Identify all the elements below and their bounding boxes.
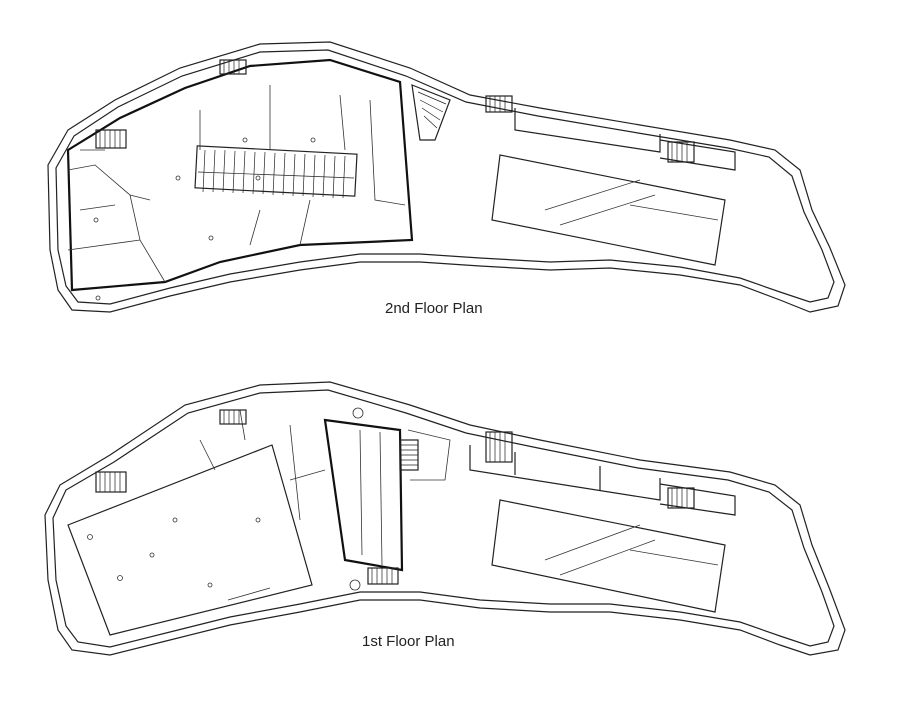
first-floor-plan-label: 1st Floor Plan: [362, 633, 455, 650]
first-floor-east-hall: [491, 499, 726, 613]
second-floor-stair-cores: [95, 59, 695, 163]
first-floor-central-passage: [323, 418, 404, 572]
first-floor-column: [349, 579, 361, 591]
second-floor-outer-wall: [47, 41, 846, 313]
second-floor-plan: 2nd Floor Plan: [47, 41, 846, 317]
second-floor-main-block: [66, 58, 414, 292]
first-floor-outer-wall: [44, 381, 846, 656]
second-floor-east-rooms: [514, 108, 736, 171]
second-floor-plan-label: 2nd Floor Plan: [385, 300, 483, 317]
first-floor-partitions: [199, 409, 451, 566]
second-floor-columns: [93, 137, 316, 301]
first-floor-plan: 1st Floor Plan: [44, 381, 846, 656]
first-floor-stair-cores: [95, 409, 695, 585]
first-floor-east-rooms: [469, 445, 736, 516]
second-floor-east-hall: [491, 154, 726, 266]
second-floor-inner-wall: [55, 49, 835, 305]
second-floor-partitions: [67, 85, 406, 283]
second-floor-atrium-stair: [194, 145, 358, 199]
first-floor-inner-wall: [52, 389, 835, 648]
first-floor-main-hall: [67, 444, 313, 636]
first-floor-column: [352, 407, 364, 419]
